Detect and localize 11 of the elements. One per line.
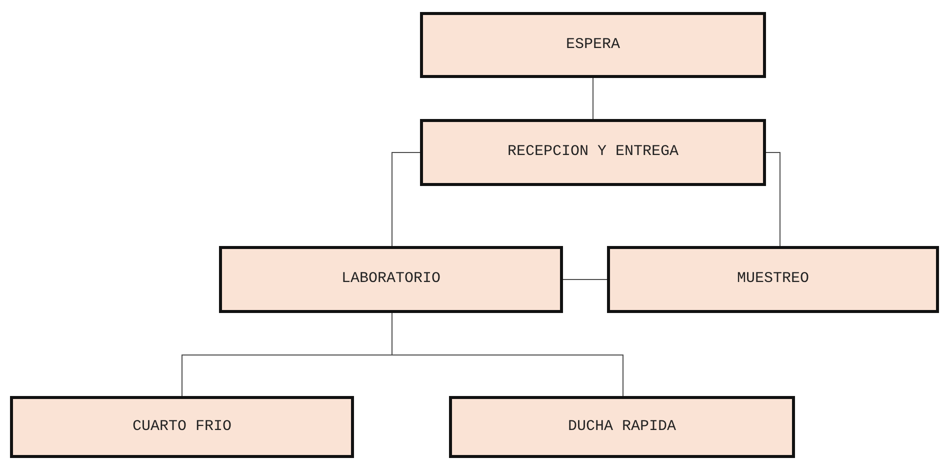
department-box: MUESTREO [607,246,939,313]
connector-line [392,152,420,246]
department-box: RECEPCION Y ENTREGA [420,119,766,186]
connector-line [592,78,594,120]
department-box: LABORATORIO [219,246,563,313]
department-box: ESPERA [420,12,766,78]
connector-line [392,312,624,396]
connector-line [562,279,608,280]
department-box: CUARTO FRIO [10,396,354,458]
department-box: DUCHA RAPIDA [449,396,795,458]
connector-line [766,152,780,246]
